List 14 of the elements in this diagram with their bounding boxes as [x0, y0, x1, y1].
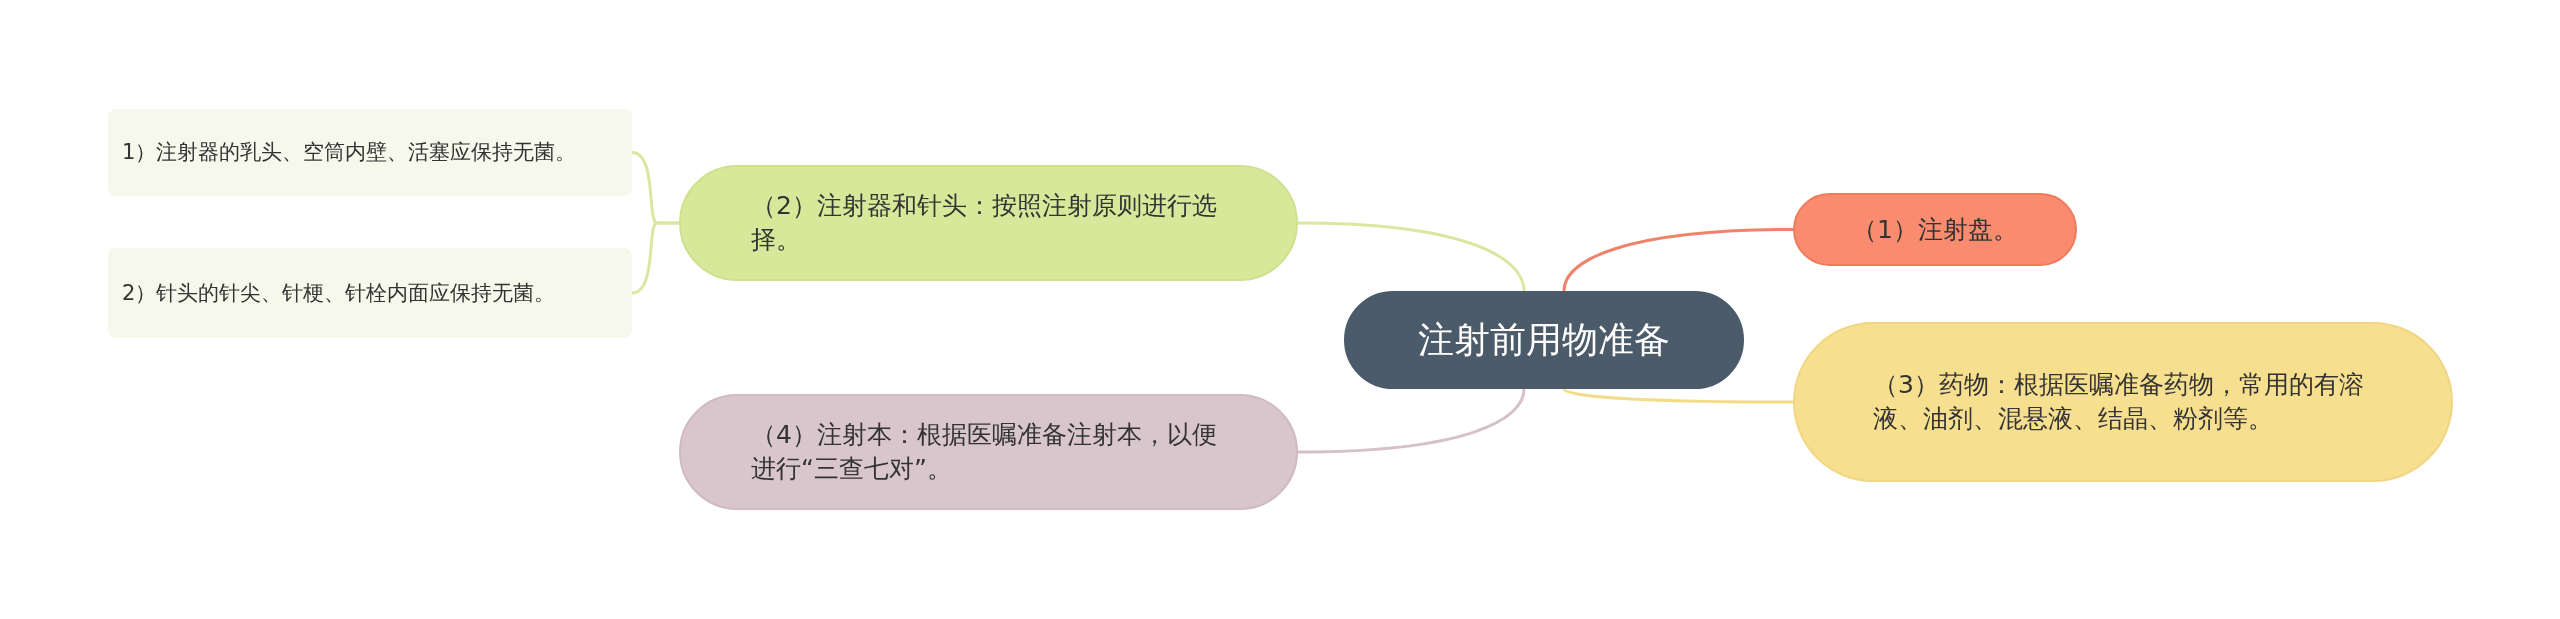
topic-text: 注射前用物准备	[1418, 317, 1670, 362]
topic-text: （1）注射盘。	[1852, 213, 2018, 246]
connector-line	[1297, 388, 1526, 454]
topic-text: 1）注射器的乳头、空筒内壁、活塞应保持无菌。	[122, 139, 577, 167]
connector-line	[1562, 228, 1794, 292]
topic-text: （4）注射本：根据医嘱准备注射本，以便进行“三查七对”。	[751, 419, 1218, 485]
subtopic-card	[108, 248, 632, 338]
connector-line	[631, 221, 679, 295]
topic-text: （3）药物：根据医嘱准备药物，常用的有溶液、油剂、混悬液、结晶、粉剂等。	[1873, 369, 2365, 435]
connector-line	[1563, 387, 1793, 404]
connector-line	[1297, 221, 1526, 292]
topic-text: 2）针头的针尖、针梗、针栓内面应保持无菌。	[122, 279, 556, 307]
topic-text: （2）注射器和针头：按照注射原则进行选择。	[751, 190, 1218, 256]
subtopic-card	[108, 109, 632, 196]
